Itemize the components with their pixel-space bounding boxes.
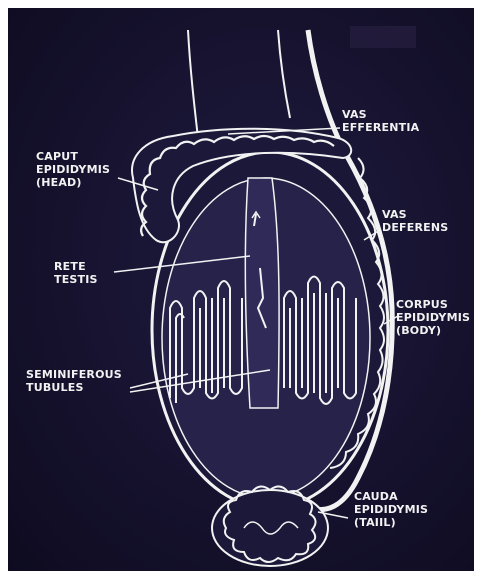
label-caput-epididymis: CAPUT EPIDIDYMIS (HEAD) <box>36 150 110 189</box>
label-vas-efferentia: VAS EFFERENTIA <box>342 108 419 134</box>
label-rete-testis: RETE TESTIS <box>54 260 98 286</box>
testis-illustration <box>8 8 474 571</box>
label-vas-deferens: VAS DEFERENS <box>382 208 448 234</box>
label-cauda-epididymis: CAUDA EPIDIDYMIS (TAIIL) <box>354 490 428 529</box>
label-seminiferous-tubules: SEMINIFEROUS TUBULES <box>26 368 122 394</box>
dark-patch <box>350 26 416 48</box>
diagram-frame: VAS EFFERENTIA CAPUT EPIDIDYMIS (HEAD) V… <box>8 8 474 571</box>
label-corpus-epididymis: CORPUS EPIDIDYMIS (BODY) <box>396 298 470 337</box>
spermatic-cord <box>188 30 290 138</box>
